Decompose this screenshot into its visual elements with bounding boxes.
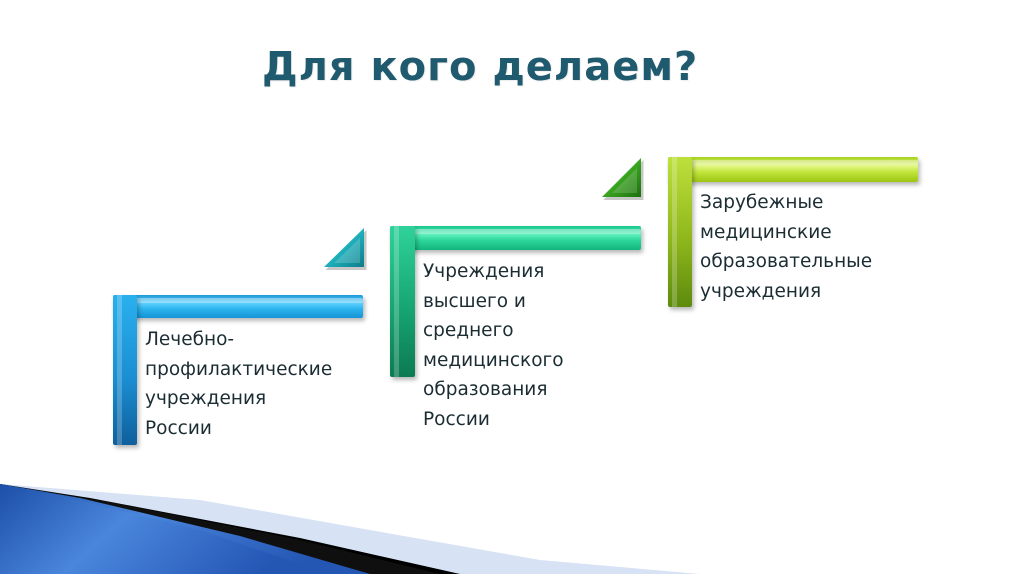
step-3-line: медицинские: [700, 221, 832, 243]
step-2-line: Учреждения: [423, 261, 545, 282]
step-1-vertical-bar: [113, 295, 137, 445]
step-3-line: Зарубежные: [700, 192, 824, 213]
footer-wave-decoration: [0, 470, 1024, 578]
step-2-vertical-bar: [390, 226, 415, 377]
step-2-line: среднего: [423, 320, 514, 341]
step-2-line: России: [423, 408, 490, 430]
step-1-text: Лечебно- профилактические учреждения Рос…: [145, 325, 332, 443]
triangle-up-right-icon: [322, 227, 367, 270]
step-2-text: Учреждения высшего и среднего медицинско…: [423, 257, 564, 434]
step-3-line: образовательные: [700, 251, 873, 272]
step-2-line: высшего и: [423, 290, 526, 312]
step-3-vertical-bar: [668, 157, 692, 307]
step-3-line: учреждения: [700, 280, 822, 302]
step-2-line: медицинского: [423, 349, 564, 371]
step-2-horizontal-bar: [390, 226, 641, 250]
step-1-line: России: [145, 417, 212, 439]
step-2-line: образования: [423, 379, 548, 400]
step-1-line: Лечебно-: [145, 329, 235, 350]
step-1-line: профилактические: [145, 358, 333, 380]
step-3-text: Зарубежные медицинские образовательные у…: [700, 188, 872, 306]
slide-title: Для кого делаем?: [262, 44, 699, 90]
step-1-horizontal-bar: [113, 295, 363, 318]
triangle-up-right-icon: [600, 157, 644, 200]
step-3-horizontal-bar: [668, 157, 918, 182]
step-1-line: учреждения: [145, 388, 267, 409]
